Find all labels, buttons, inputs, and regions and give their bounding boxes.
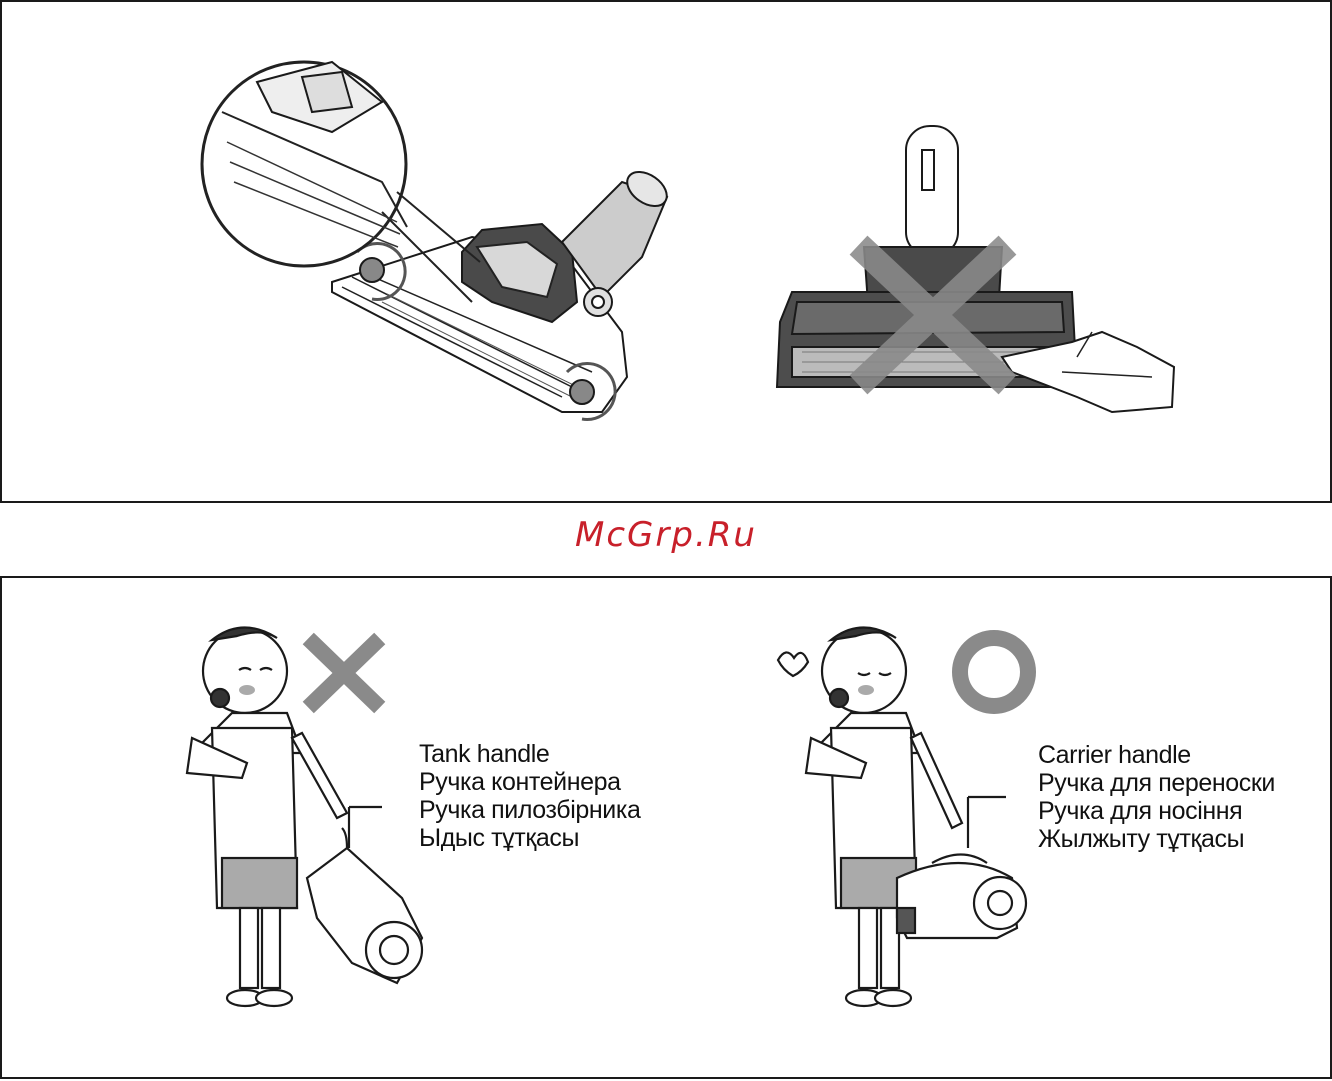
label-tank-handle-en: Tank handle: [419, 740, 640, 768]
circle-mark-icon: [960, 638, 1028, 706]
label-carrier-handle-ru: Ручка для переноски: [1038, 769, 1275, 797]
tank-handle-labels: Tank handle Ручка контейнера Ручка пилоз…: [419, 740, 640, 852]
cross-mark-icon: [314, 644, 374, 702]
label-carrier-handle-kk: Жылжыту тұтқасы: [1038, 825, 1275, 853]
label-tank-handle-kk: Ыдыс тұтқасы: [419, 824, 640, 852]
nozzle-illustrations: [2, 2, 1332, 505]
carrier-handle-labels: Carrier handle Ручка для переноски Ручка…: [1038, 741, 1275, 853]
woman-happy-illustration: [778, 627, 962, 1006]
watermark: McGrp.Ru: [0, 515, 1332, 555]
top-illustration-panel: [0, 0, 1332, 503]
vacuum-tank-tilted-illustration: [307, 807, 422, 983]
label-carrier-handle-en: Carrier handle: [1038, 741, 1275, 769]
turbo-brush-nozzle-illustration: [202, 62, 673, 419]
label-tank-handle-uk: Ручка пилозбірника: [419, 796, 640, 824]
label-tank-handle-ru: Ручка контейнера: [419, 768, 640, 796]
bottom-illustration-panel: Tank handle Ручка контейнера Ручка пилоз…: [0, 576, 1332, 1079]
label-carrier-handle-uk: Ручка для носіння: [1038, 797, 1275, 825]
